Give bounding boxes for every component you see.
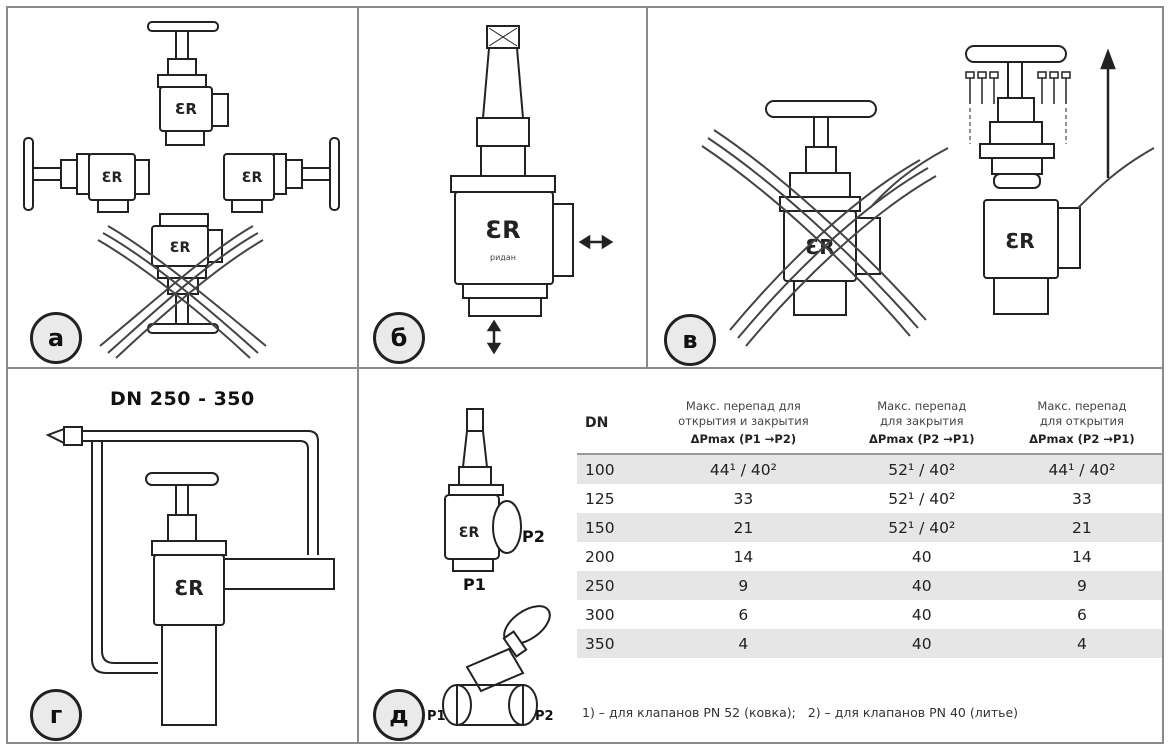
header-col1: Макс. перепад для открытия и закрытия ΔP… (645, 395, 842, 455)
header-col1-line2: открытия и закрытия (678, 414, 809, 428)
cell-dn: 125 (585, 489, 615, 508)
header-col3-line1: Макс. перепад (1037, 399, 1127, 413)
panel-v: ƐR ƐR в (648, 8, 1164, 367)
cell-dn: 300 (585, 605, 615, 624)
panel-a: ƐR ƐR ƐR ƐR а (8, 8, 357, 367)
panel-g: ƐR DN 250 - 350 г (8, 369, 357, 744)
cell-open-close: 9 (645, 571, 842, 600)
pressure-table: DN Макс. перепад для открытия и закрытия… (577, 395, 1162, 658)
cell-open: 6 (1076, 605, 1087, 624)
header-col2-line1: Макс. перепад (877, 399, 967, 413)
cell-dn: 250 (577, 571, 645, 600)
figure-frame (6, 6, 1164, 744)
cell-close: 40 (841, 571, 1002, 600)
header-col1-line1: Макс. перепад для (685, 399, 801, 413)
svg-text:ƐR: ƐR (805, 235, 834, 259)
table-row: 125 33 52¹ / 40² 33 (577, 484, 1162, 513)
divider (357, 6, 359, 744)
panel-label-a: а (30, 312, 82, 364)
cell-open: 33 (1072, 489, 1092, 508)
header-col3: Макс. перепад для открытия ΔPmax (P2 →P1… (1001, 395, 1162, 455)
header-dn: DN (577, 395, 645, 455)
cell-dn: 150 (577, 513, 645, 542)
port-label-p1-lower: P1 (427, 709, 446, 724)
cell-dn: 200 (585, 547, 615, 566)
cell-close: 40 (841, 629, 1002, 658)
cell-open: 4 (1001, 629, 1162, 658)
panel-b: ƐR ридан б (359, 8, 646, 367)
svg-text:ƐR: ƐR (459, 525, 480, 541)
dn-installation-drawing: ƐR (45, 426, 335, 726)
svg-text:ƐR: ƐR (175, 100, 197, 118)
cell-close: 52¹ / 40² (888, 489, 956, 508)
table-row: 150 21 52¹ / 40² 21 (577, 513, 1162, 542)
port-label-p2-upper: P2 (522, 527, 545, 546)
header-col3-line2: для открытия (1039, 414, 1124, 428)
header-col2-line2: для закрытия (880, 414, 964, 428)
cell-open-close: 33 (733, 489, 754, 508)
divider (6, 367, 1164, 369)
table-row: 350 4 40 4 (577, 629, 1162, 658)
cell-open: 14 (1072, 547, 1092, 566)
table-row: 300 6 40 6 (577, 600, 1162, 629)
valve-actuator-drawing: ƐR ридан (450, 25, 614, 355)
cell-open-close: 6 (738, 605, 749, 624)
dn-range-title: DN 250 - 350 (110, 388, 255, 410)
cell-close: 52¹ / 40² (841, 513, 1002, 542)
svg-text:ƐR: ƐR (242, 170, 263, 186)
pressure-direction-drawing: ƐR (442, 408, 551, 726)
cell-close: 40 (911, 547, 932, 566)
cell-open-close: 21 (645, 513, 842, 542)
cell-dn: 100 (577, 454, 645, 484)
brand-text: ридан (490, 253, 516, 262)
cell-dn: 350 (577, 629, 645, 658)
svg-text:ƐR: ƐR (102, 170, 123, 186)
cell-open: 21 (1001, 513, 1162, 542)
cell-open: 9 (1001, 571, 1162, 600)
table-header-row: DN Макс. перепад для открытия и закрытия… (577, 395, 1162, 455)
divider (646, 6, 648, 368)
panel-label-d: д (373, 689, 425, 741)
header-col3-formula: ΔPmax (P2 →P1) (1029, 432, 1135, 446)
table-row: 100 44¹ / 40² 52¹ / 40² 44¹ / 40² (577, 454, 1162, 484)
cell-close: 52¹ / 40² (841, 454, 1002, 484)
panel-label-v: в (664, 314, 716, 366)
svg-text:ƐR: ƐR (485, 216, 520, 244)
port-label-p2-lower: P2 (535, 709, 554, 724)
panel-d: ƐR P2 P1 P1 P2 д (359, 369, 574, 744)
table-row: 200 14 40 14 (577, 542, 1162, 571)
valve-orientation-drawing: ƐR ƐR ƐR ƐR (23, 21, 340, 359)
cell-open-close: 44¹ / 40² (645, 454, 842, 484)
cell-open: 44¹ / 40² (1001, 454, 1162, 484)
svg-text:ƐR: ƐR (1005, 229, 1034, 253)
header-col1-formula: ΔPmax (P1 →P2) (690, 432, 797, 446)
header-col2-formula: ΔPmax (P2 →P1) (869, 432, 975, 446)
table-row: 250 9 40 9 (577, 571, 1162, 600)
panel-label-b: б (373, 312, 425, 364)
bonnet-removal-drawing: ƐR ƐR (701, 45, 1155, 347)
svg-text:ƐR: ƐR (170, 240, 191, 256)
header-col2: Макс. перепад для закрытия ΔPmax (P2 →P1… (841, 395, 1002, 455)
table-footnote: 1) – для клапанов PN 52 (ковка); 2) – дл… (582, 705, 1019, 720)
panel-label-g: г (30, 689, 82, 741)
port-label-p1-upper: P1 (463, 575, 486, 594)
cell-open-close: 14 (733, 547, 754, 566)
cell-open-close: 4 (645, 629, 842, 658)
svg-text:ƐR: ƐR (174, 576, 203, 600)
cell-close: 40 (911, 605, 932, 624)
